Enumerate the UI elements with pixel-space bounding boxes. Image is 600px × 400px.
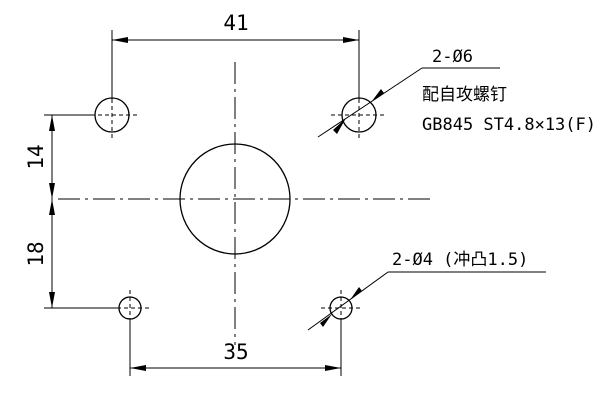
dimension-top-value: 41 — [223, 11, 248, 35]
dimension-bottom-value: 35 — [223, 340, 248, 364]
center-hole — [179, 143, 291, 255]
callout-lower-qty-size: 2-Ø4 (冲凸1.5) — [392, 250, 528, 270]
callout-lower-holes: 2-Ø4 (冲凸1.5) — [307, 250, 546, 331]
lower-right-hole — [321, 290, 361, 326]
dimension-bottom: 35 — [129, 322, 342, 376]
dimension-left-upper-value: 14 — [24, 144, 48, 169]
callout-upper-holes: 2-Ø6 配自攻螺钉 GB845 ST4.8×13(F) — [317, 47, 596, 138]
callout-upper-line3: GB845 ST4.8×13(F) — [422, 115, 596, 135]
dimension-top: 41 — [111, 11, 360, 100]
callout-upper-qty-size: 2-Ø6 — [432, 47, 473, 67]
callout-upper-line2: 配自攻螺钉 — [422, 85, 507, 105]
dimension-left-lower-value: 18 — [24, 241, 48, 266]
lower-left-hole — [110, 290, 150, 326]
dimension-left: 14 18 — [24, 114, 118, 309]
